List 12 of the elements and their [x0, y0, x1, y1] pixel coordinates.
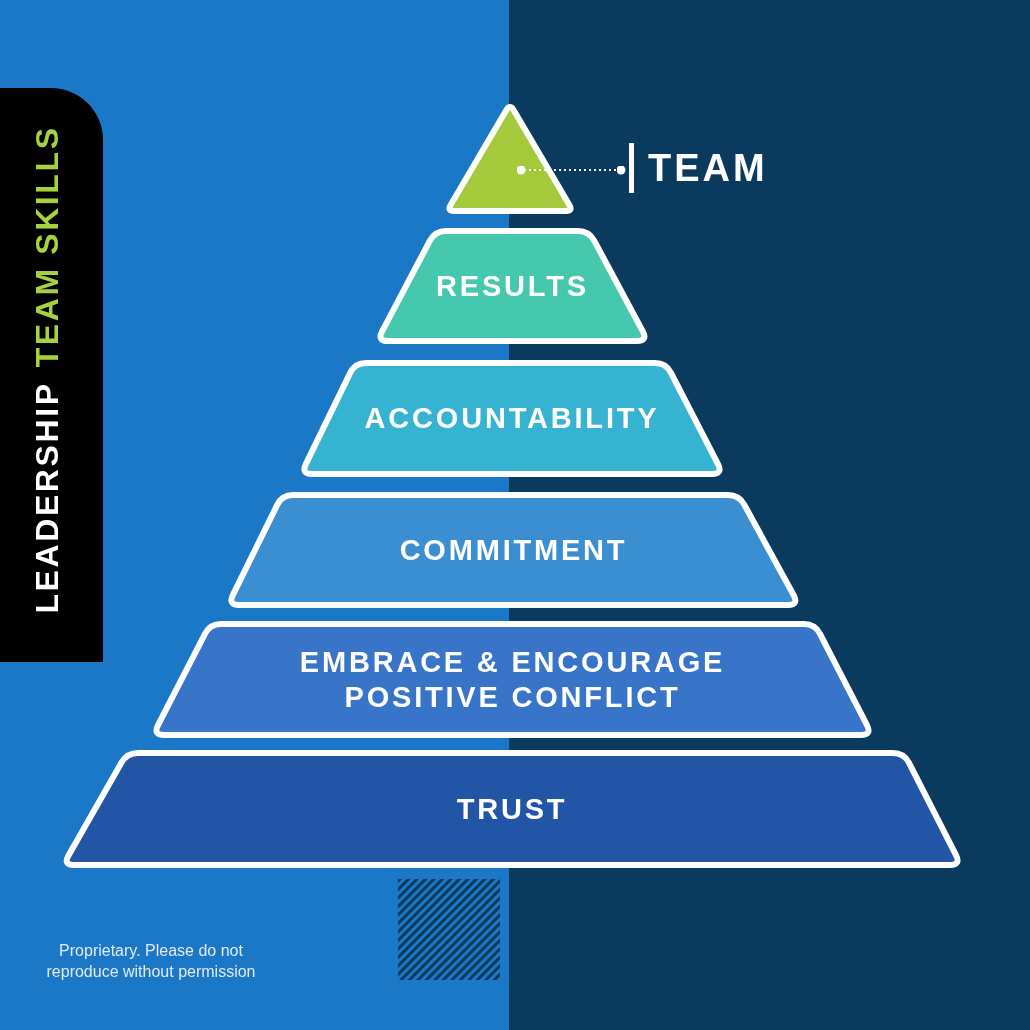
side-banner — [0, 88, 103, 662]
tier-label: ACCOUNTABILITY — [364, 401, 660, 436]
leader-line — [516, 165, 626, 175]
tier-label: RESULTS — [436, 268, 589, 304]
footer-note: Proprietary. Please do not reproduce without permission — [45, 941, 257, 982]
banner-title: TEAM SKILLS — [27, 124, 64, 367]
level-label: TEAM — [629, 143, 768, 193]
hatched-square — [398, 879, 500, 980]
banner-title: LEADERSHIP — [27, 380, 64, 614]
tier-label: TRUST — [456, 791, 568, 827]
tier-label: COMMITMENT — [399, 532, 628, 568]
tier-label: EMBRACE & ENCOURAGE POSITIVE CONFLICT — [298, 644, 727, 715]
